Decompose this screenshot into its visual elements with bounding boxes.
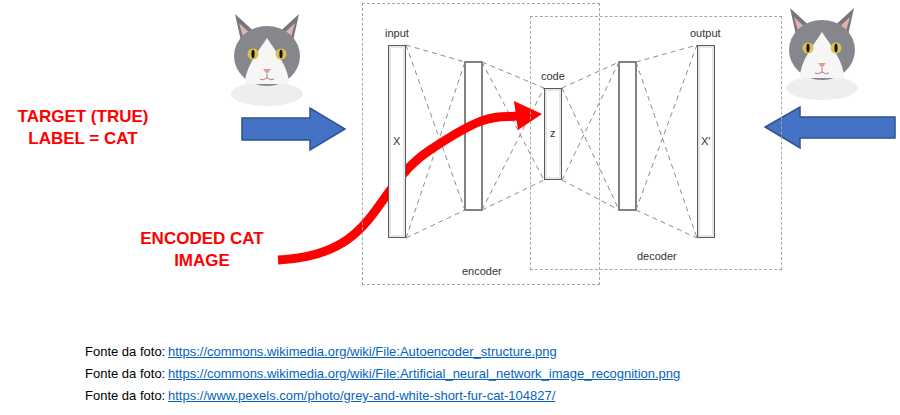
red-arrowhead: [514, 101, 542, 130]
cat-photo: [205, 8, 325, 106]
source-link: https://www.pexels.com/photo/grey-and-wh…: [168, 388, 555, 404]
layer-heading: input: [385, 27, 409, 40]
layer-heading: code: [541, 70, 565, 83]
code-layer: codez: [544, 88, 562, 180]
blue-arrow: [765, 107, 895, 148]
hidden-layer: [619, 62, 636, 210]
output-layer: outputX': [697, 45, 715, 238]
decoder-box: decoderoutputX': [530, 16, 782, 270]
source-prefix: Fonte da foto:: [85, 388, 165, 404]
group-label: encoder: [462, 265, 502, 278]
group-label: decoder: [637, 250, 677, 263]
layer-symbol: X: [393, 135, 400, 148]
source-link: https://commons.wikimedia.org/wiki/File:…: [168, 344, 557, 360]
hidden-layer: [465, 62, 482, 210]
blue-arrow: [242, 108, 345, 150]
layer-symbol: z: [550, 127, 556, 140]
layer-symbol: X': [701, 135, 710, 148]
input-layer: inputX: [388, 45, 406, 238]
source-link: https://commons.wikimedia.org/wiki/File:…: [168, 366, 680, 382]
layer-heading: output: [690, 27, 721, 40]
source-prefix: Fonte da foto:: [85, 344, 165, 360]
encoder-box: encoderinputXcodez: [362, 3, 600, 285]
annotation-text: ENCODED CAT IMAGE: [132, 228, 272, 272]
source-prefix: Fonte da foto:: [85, 366, 165, 382]
annotation-text: TARGET (TRUE) LABEL = CAT: [8, 106, 158, 150]
